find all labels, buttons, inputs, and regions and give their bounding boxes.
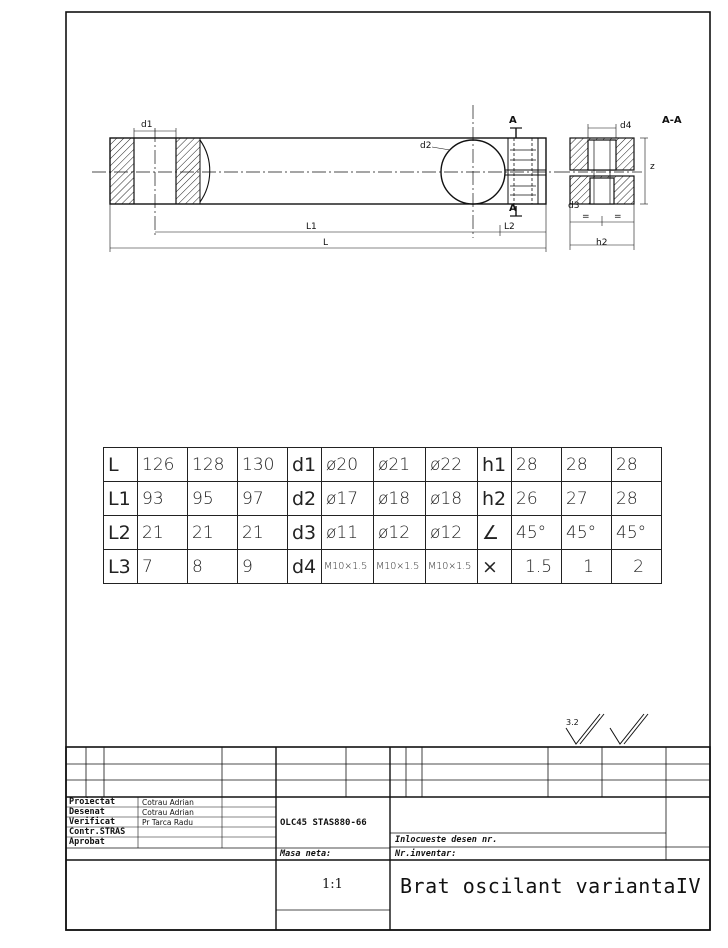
dim-eq-2: =	[614, 212, 622, 222]
table-cell: 45°	[561, 515, 612, 550]
table-cell: 21	[137, 515, 188, 550]
table-cell: ø20	[321, 447, 374, 482]
table-param-label: h1	[477, 447, 512, 482]
table-cell: 28	[611, 447, 662, 482]
break-line	[199, 139, 211, 203]
table-cell: 126	[137, 447, 188, 482]
table-cell: 93	[137, 481, 188, 516]
table-cell: 95	[187, 481, 238, 516]
table-cell: M10×1.5	[321, 549, 374, 584]
name-proiectat: Cotrau Adrian	[142, 798, 194, 807]
table-param-label: d2	[287, 481, 322, 516]
bore-section-right	[175, 137, 201, 205]
table-cell: ø18	[373, 481, 426, 516]
table-cell: ø18	[425, 481, 478, 516]
table-param-label: d1	[287, 447, 322, 482]
cut-marker-top: A	[509, 115, 517, 126]
dim-L1: L1	[306, 222, 317, 232]
table-cell: ø17	[321, 481, 374, 516]
table-cell: 45°	[511, 515, 562, 550]
table-cell: ø11	[321, 515, 374, 550]
table-cell: 45°	[611, 515, 662, 550]
table-param-label: L2	[103, 515, 138, 550]
mass-label: Masa neta:	[280, 849, 332, 859]
table-param-label: d4	[287, 549, 322, 584]
table-cell: 26	[511, 481, 562, 516]
table-param-label: ×	[477, 549, 512, 584]
inventory-label: Nr.inventar:	[395, 849, 457, 859]
table-cell: 1.5	[511, 549, 562, 584]
table-cell: 28	[611, 481, 662, 516]
table-cell: ø22	[425, 447, 478, 482]
dim-L2: L2	[504, 222, 515, 232]
table-param-label: d3	[287, 515, 322, 550]
role-contr-stras: Contr.STRAS	[69, 827, 126, 837]
title-block-grid	[65, 746, 711, 931]
main-view	[92, 105, 560, 252]
table-cell: 28	[511, 447, 562, 482]
dim-z: z	[650, 162, 655, 172]
table-cell: 128	[187, 447, 238, 482]
table-cell: 27	[561, 481, 612, 516]
table-cell: ø12	[373, 515, 426, 550]
table-param-label: L1	[103, 481, 138, 516]
table-cell: 21	[237, 515, 288, 550]
dim-eq-1: =	[582, 212, 590, 222]
table-cell: 7	[137, 549, 188, 584]
dim-d4: d4	[620, 121, 632, 131]
bore-section-left	[109, 137, 135, 205]
scale-value: 1:1	[322, 877, 343, 892]
table-cell: 2	[611, 549, 662, 584]
dim-h2: h2	[596, 238, 608, 248]
table-param-label: L3	[103, 549, 138, 584]
table-cell: ø21	[373, 447, 426, 482]
name-desenat: Cotrau Adrian	[142, 808, 194, 817]
table-param-label: ∠	[477, 515, 512, 550]
table-cell: 28	[561, 447, 612, 482]
name-verificat: Pr Tarca Radu	[142, 818, 193, 827]
table-cell: 21	[187, 515, 238, 550]
role-desenat: Desenat	[69, 807, 105, 817]
roughness-value: 3.2	[566, 718, 579, 727]
role-aprobat: Aprobat	[69, 837, 105, 847]
table-cell: ø12	[425, 515, 478, 550]
role-proiectat: Proiectat	[69, 797, 116, 807]
table-cell: M10×1.5	[373, 549, 426, 584]
table-cell: 8	[187, 549, 238, 584]
dim-d3: d3	[568, 201, 580, 211]
replaces-drawing-label: Inlocueste desen nr.	[395, 835, 498, 845]
table-cell: 130	[237, 447, 288, 482]
cut-marker-bottom: A	[509, 203, 517, 214]
dim-d2: d2	[420, 141, 432, 151]
table-param-label: L	[103, 447, 138, 482]
material-spec: OLC45 STAS880-66	[280, 818, 367, 828]
dim-d1: d1	[141, 120, 153, 130]
roughness-symbol	[565, 713, 649, 745]
table-cell: 1	[561, 549, 612, 584]
section-label: A-A	[662, 115, 682, 126]
dim-L: L	[323, 238, 329, 248]
table-cell: 9	[237, 549, 288, 584]
table-param-label: h2	[477, 481, 512, 516]
table-cell: 97	[237, 481, 288, 516]
section-a-a-view	[560, 124, 648, 250]
role-verificat: Verificat	[69, 817, 116, 827]
drawing-title: Brat oscilant variantaIV	[400, 874, 701, 898]
table-cell: M10×1.5	[425, 549, 478, 584]
